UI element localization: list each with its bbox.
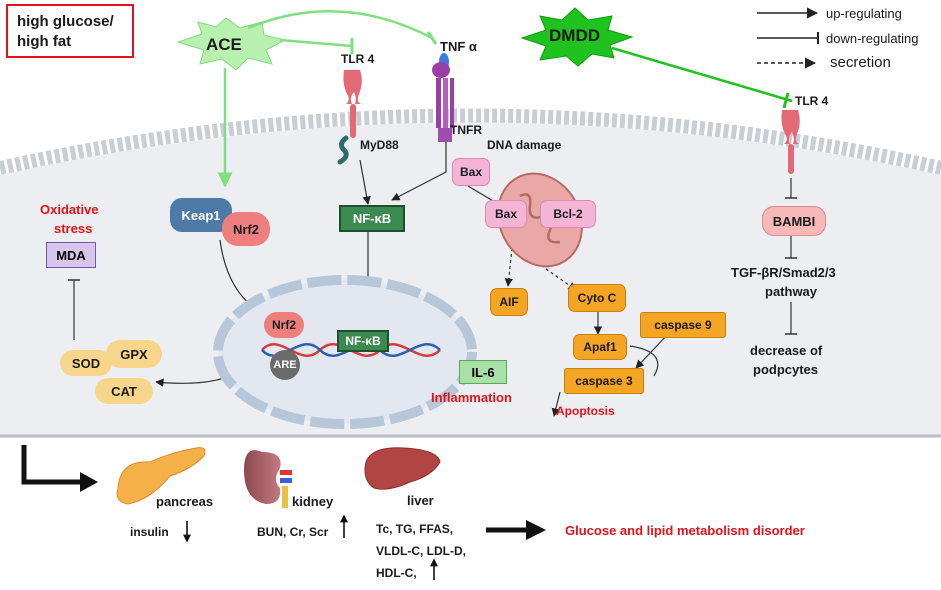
liver-organ	[364, 447, 441, 490]
pancreas-organ	[116, 447, 206, 505]
ace-to-tnf-line	[247, 10, 433, 40]
mda-node: MDA	[46, 242, 96, 268]
tnfr-label: TNFR	[450, 123, 482, 137]
nfkb-node: NF-κB	[339, 205, 405, 232]
ace-to-tlr4-line	[279, 38, 353, 48]
tnfr-receptor	[432, 53, 454, 142]
gpx-node: GPX	[106, 340, 162, 368]
legend-secretion-label: secretion	[830, 54, 891, 71]
tgf-label-line1: TGF-βR/Smad2/3	[731, 265, 836, 280]
condition-label: high glucose/ high fat	[17, 13, 114, 50]
legend-up-label: up-regulating	[826, 6, 902, 21]
cat-node: CAT	[95, 378, 153, 404]
decrease-label-line1: decrease of	[750, 343, 823, 358]
liver-label: liver	[407, 493, 434, 508]
kidney-label: kidney	[292, 494, 334, 509]
liver-markers-line1: Tc, TG, FFAS,	[376, 522, 454, 536]
caspase9-node: caspase 9	[640, 312, 726, 338]
liver-markers-line3: HDL-C,	[376, 566, 417, 580]
decrease-label-line2: podpcytes	[753, 362, 819, 377]
cytoc-node: Cyto C	[568, 284, 626, 312]
kidney-organ	[244, 450, 281, 504]
bax-node: Bax	[485, 200, 527, 228]
condition-box: high glucose/ high fat	[6, 4, 134, 58]
nrf2-node: Nrf2	[222, 212, 270, 246]
bambi-node: BAMBI	[762, 206, 826, 236]
caspase3-node: caspase 3	[564, 368, 644, 394]
myd88-label: MyD88	[360, 138, 399, 152]
il6-node: IL-6	[459, 360, 507, 384]
tlr4-right-label: TLR 4	[795, 94, 829, 108]
cell-membrane	[0, 108, 941, 175]
tnf-label: TNF α	[440, 39, 477, 54]
myd88-adapter	[337, 135, 349, 165]
tlr4-right-receptor	[781, 110, 800, 174]
legend-down-label: down-regulating	[826, 31, 919, 46]
liver-markers-line2: VLDL-C, LDL-D,	[376, 544, 466, 558]
apoptosis-label: Apoptosis	[556, 404, 615, 418]
tlr4-left-receptor	[343, 70, 362, 138]
dna-damage-label: DNA damage	[487, 138, 562, 152]
are-node: ARE	[270, 350, 300, 380]
nucleus-nrf2-node: Nrf2	[264, 312, 304, 338]
kidney-markers-label: BUN, Cr, Scr	[257, 525, 329, 539]
oxidative-title-line1: Oxidative	[40, 202, 99, 217]
outcome-arrow	[526, 520, 546, 540]
insulin-label: insulin	[130, 525, 169, 539]
dmdd-label: DMDD	[549, 26, 600, 45]
tgf-label-line2: pathway	[765, 284, 818, 299]
bax-top-node: Bax	[452, 158, 490, 186]
dmdd-burst	[520, 7, 634, 67]
oxidative-title-line2: stress	[54, 221, 93, 236]
ace-burst	[176, 17, 287, 71]
sod-node: SOD	[60, 350, 112, 376]
ace-label: ACE	[206, 35, 242, 54]
nucleus-nfkb-node: NF-κB	[337, 330, 389, 352]
apaf1-node: Apaf1	[573, 334, 627, 360]
outcome-label: Glucose and lipid metabolism disorder	[565, 523, 805, 538]
aif-node: AIF	[490, 288, 528, 316]
keap1-node: Keap1	[170, 198, 232, 232]
bcl2-node: Bcl-2	[540, 200, 596, 228]
bottom-flow-arrow	[21, 445, 84, 485]
dmdd-to-tlr4-line	[611, 46, 793, 103]
inflammation-label: Inflammation	[431, 390, 512, 405]
pancreas-label: pancreas	[156, 494, 214, 509]
tlr4-left-label: TLR 4	[341, 52, 375, 66]
